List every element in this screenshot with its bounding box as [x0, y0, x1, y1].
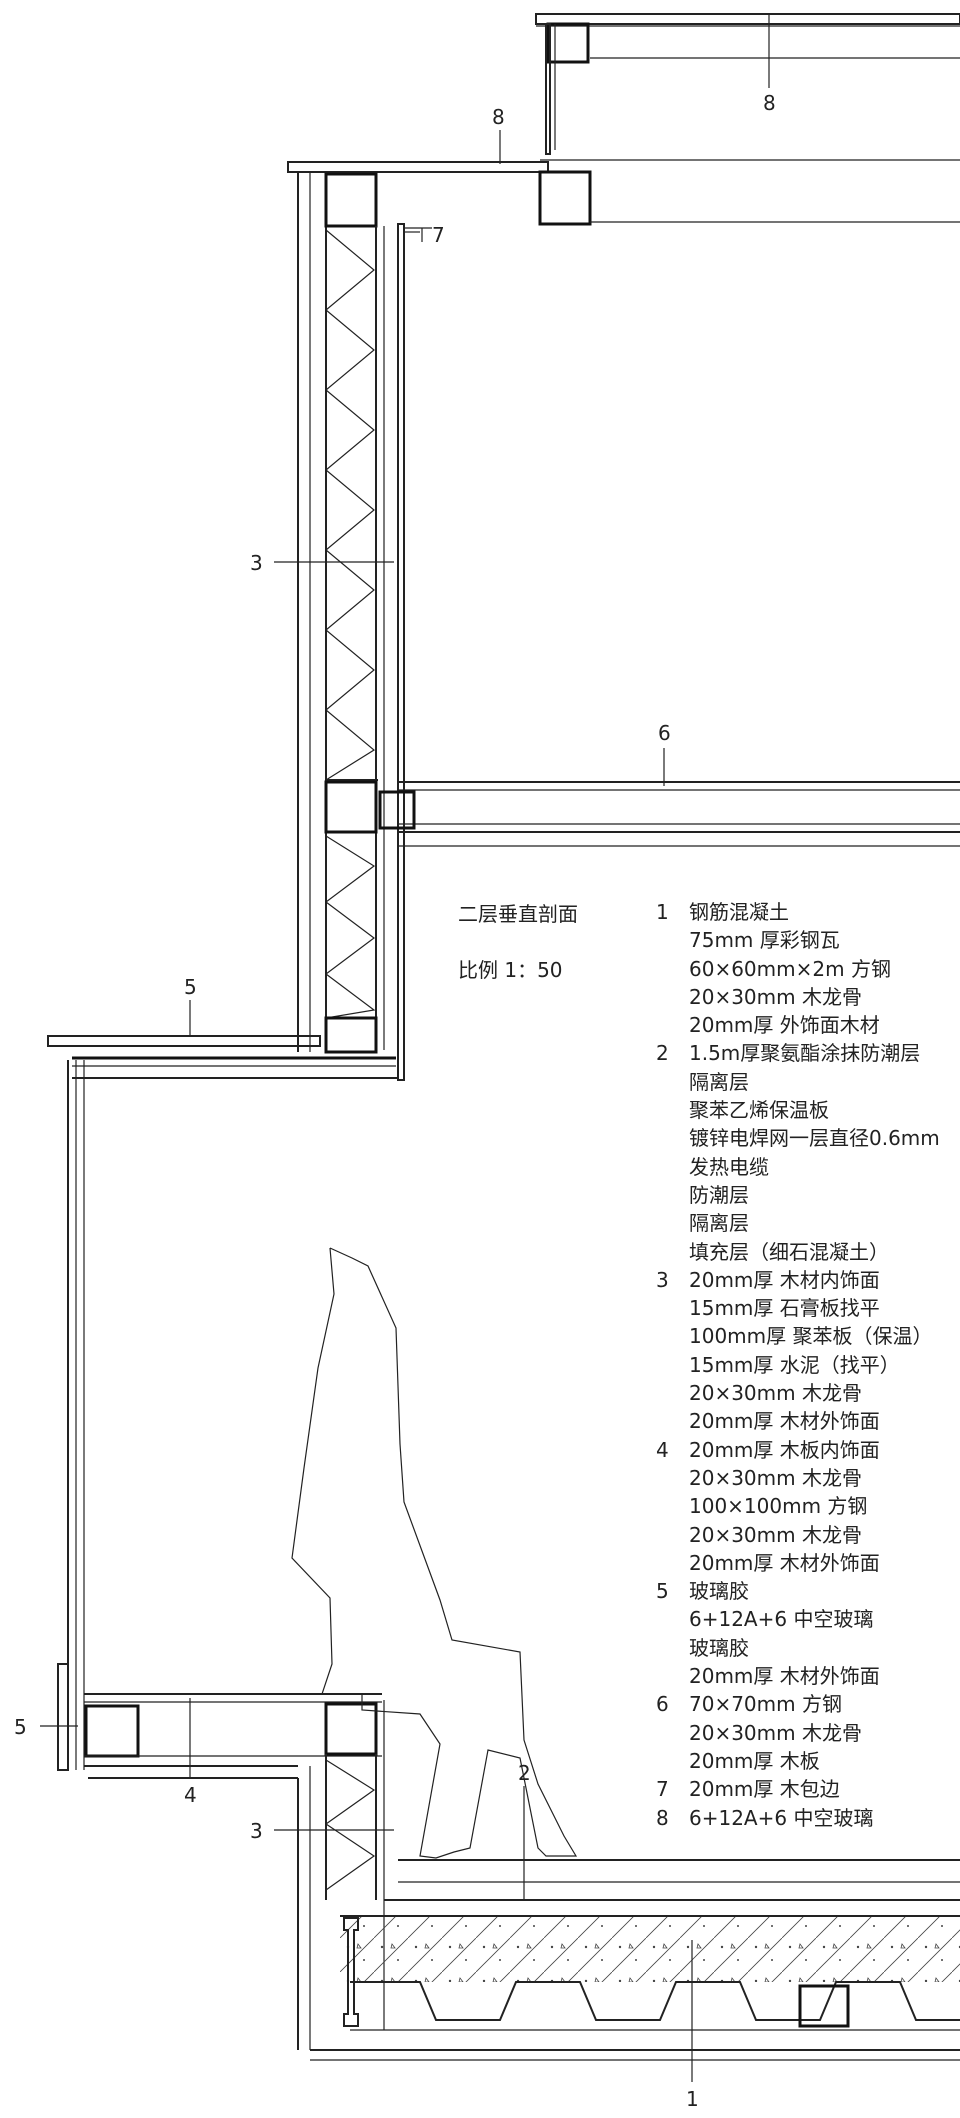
lower-roof-glazing: [287, 159, 960, 226]
legend-group-5: 5 玻璃胶 6+12A+6 中空玻璃玻璃胶 20mm厚 木材外饰面: [656, 1577, 956, 1690]
legend-line: 镀锌电焊网一层直径0.6mm: [689, 1126, 940, 1151]
callout-8-lower: 8: [492, 105, 505, 129]
legend-line: 钢筋混凝土: [689, 900, 789, 924]
section-title: 二层垂直剖面: [458, 902, 578, 926]
legend-number: 3: [656, 1267, 669, 1292]
legend-line: 20mm厚 木材内饰面: [689, 1267, 880, 1292]
legend-line: 15mm厚 石膏板找平: [689, 1296, 880, 1321]
legend-group-6: 6 70×70mm 方钢 20×30mm 木龙骨 20mm厚 木板: [656, 1690, 956, 1775]
legend-line: 20mm厚 木材外饰面: [689, 1409, 880, 1434]
legend-line: 20mm厚 木材外饰面: [689, 1664, 880, 1689]
legend-line: 70×70mm 方钢: [689, 1692, 842, 1717]
legend-line: 防潮层: [689, 1182, 749, 1207]
callout-7: 7: [432, 223, 445, 247]
legend-line: 100×100mm 方钢: [689, 1494, 868, 1519]
legend-line: 60×60mm×2m 方钢: [689, 956, 891, 981]
tall-glazing: [57, 1060, 85, 1771]
legend-line: 20mm厚 木板: [689, 1748, 820, 1773]
legend-line: 聚苯乙烯保温板: [689, 1098, 829, 1123]
legend-number: 7: [656, 1777, 669, 1802]
material-legend: 1 钢筋混凝土 75mm 厚彩钢瓦 60×60mm×2m 方钢 20×30mm 木龙骨 2…: [656, 898, 956, 1832]
callout-6: 6: [658, 721, 671, 745]
legend-line: 6+12A+6 中空玻璃: [689, 1607, 874, 1632]
legend-group-3: 3 20mm厚 木材内饰面 15mm厚 石膏板找平 100mm厚 聚苯板（保温） 15m…: [656, 1266, 956, 1436]
legend-number: 4: [656, 1437, 669, 1462]
callout-leaders: [40, 14, 770, 2082]
legend-group-8: 8 6+12A+6 中空玻璃: [656, 1804, 956, 1832]
legend-line: 20mm厚 外饰面木材: [689, 1013, 880, 1038]
bench-floor: [84, 1693, 382, 1779]
legend-line: 100mm厚 聚苯板（保温）: [689, 1324, 933, 1349]
legend-number: 5: [656, 1579, 669, 1604]
legend-line: 20mm厚 木包边: [689, 1777, 840, 1802]
legend-number: 8: [656, 1805, 669, 1830]
legend-line: 20×30mm 木龙骨: [689, 984, 862, 1009]
intermediate-floor: [378, 781, 960, 847]
callout-labels: 8 8 7 3 6 5 5 4 3 2 1: [14, 91, 776, 2111]
legend-line: 发热电缆: [689, 1154, 769, 1179]
legend-line: 15mm厚 水泥（找平）: [689, 1352, 900, 1377]
upper-wall: [297, 172, 432, 1081]
balcony-slab: [47, 1035, 398, 1079]
legend-group-1: 1 钢筋混凝土 75mm 厚彩钢瓦 60×60mm×2m 方钢 20×30mm 木龙骨 2…: [656, 898, 956, 1039]
callout-5-lower: 5: [14, 1715, 27, 1739]
callout-4: 4: [184, 1783, 197, 1807]
seated-human-figure: [291, 1247, 578, 1859]
callout-1: 1: [686, 2087, 699, 2111]
section-scale: 比例 1：50: [458, 958, 563, 982]
upper-roof-glazing: [535, 13, 960, 155]
legend-number: 1: [656, 900, 669, 924]
legend-line: 20×30mm 木龙骨: [689, 1720, 862, 1745]
callout-2: 2: [518, 1761, 531, 1785]
legend-line: 玻璃胶: [689, 1635, 749, 1660]
legend-line: 隔离层: [689, 1069, 749, 1094]
callout-3-upper: 3: [250, 551, 263, 575]
callout-5-upper: 5: [184, 975, 197, 999]
legend-number: 2: [656, 1041, 669, 1066]
legend-line: 20×30mm 木龙骨: [689, 1522, 862, 1547]
legend-group-4: 4 20mm厚 木板内饰面 20×30mm 木龙骨 100×100mm 方钢 20×30…: [656, 1436, 956, 1577]
legend-line: 隔离层: [689, 1211, 749, 1236]
legend-line: 填充层（细石混凝土）: [689, 1239, 889, 1264]
ground-slab: [340, 1859, 960, 2031]
legend-number: 6: [656, 1692, 669, 1717]
legend-line: 1.5m厚聚氨酯涂抹防潮层: [689, 1041, 921, 1066]
legend-line: 20mm厚 木材外饰面: [689, 1550, 880, 1575]
legend-line: 75mm 厚彩钢瓦: [689, 928, 840, 953]
legend-group-7: 7 20mm厚 木包边: [656, 1775, 956, 1803]
legend-line: 6+12A+6 中空玻璃: [689, 1805, 874, 1830]
legend-line: 玻璃胶: [689, 1579, 749, 1604]
legend-line: 20×30mm 木龙骨: [689, 1381, 862, 1406]
legend-line: 20×30mm 木龙骨: [689, 1465, 862, 1490]
callout-8-upper: 8: [763, 91, 776, 115]
legend-line: 20mm厚 木板内饰面: [689, 1437, 880, 1462]
callout-3-lower: 3: [250, 1819, 263, 1843]
